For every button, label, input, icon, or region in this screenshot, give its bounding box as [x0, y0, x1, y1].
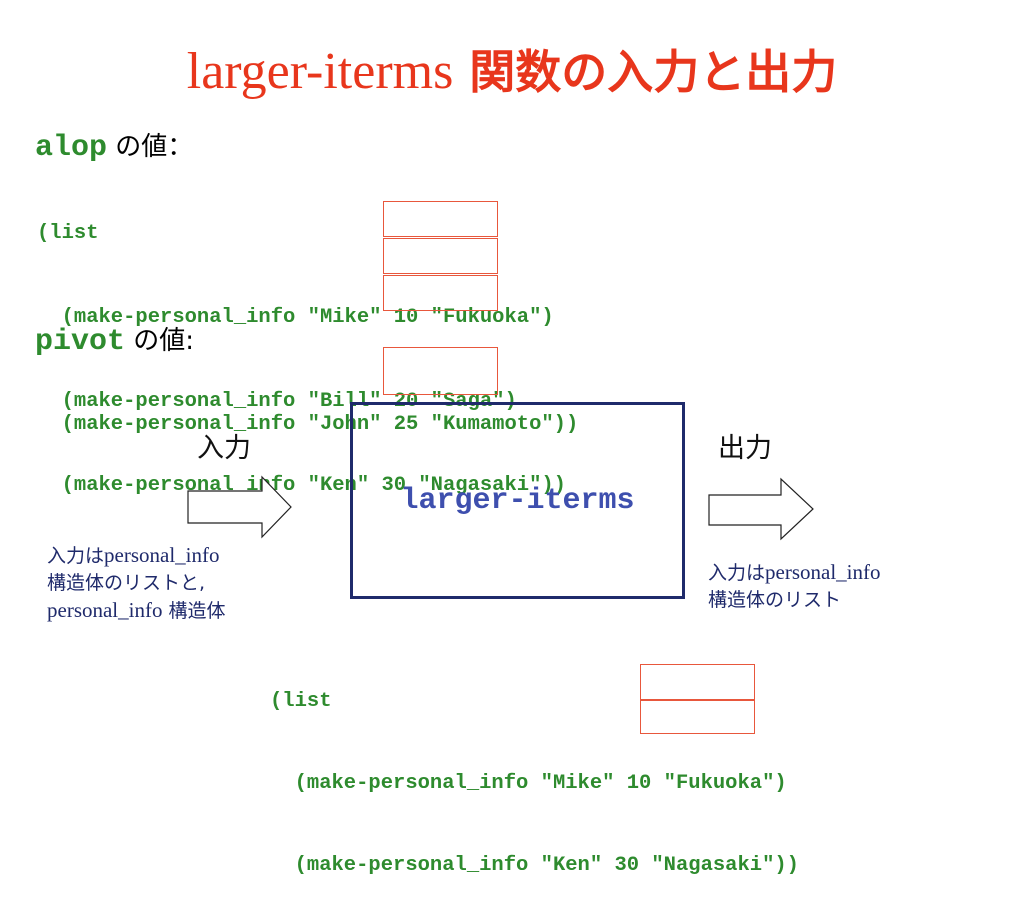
code-line: (make-personal_info "Bill" 20 "Saga")	[37, 390, 517, 413]
output-arrow-icon	[708, 477, 814, 541]
input-note-line3-en: personal_info	[47, 598, 163, 622]
highlight-box	[383, 347, 498, 395]
code-line: (make-personal_info "Mike" 10 "Fukuoka")	[270, 772, 787, 795]
input-note-jp: 入力は	[47, 545, 105, 567]
alop-keyword: alop	[35, 131, 108, 165]
input-note-en: personal_info	[104, 543, 220, 567]
output-label: 出力	[718, 433, 772, 464]
output-note: 入力はpersonal_info 構造体のリスト	[708, 559, 881, 614]
highlight-box	[640, 700, 755, 734]
highlight-box	[383, 201, 498, 237]
code-line: (make-personal_info "Mike" 10 "Fukuoka")	[37, 306, 554, 329]
alop-heading: alop の値：	[35, 126, 193, 165]
input-label: 入力	[197, 433, 251, 464]
highlight-box	[640, 664, 755, 700]
title-function-name: larger-iterms	[186, 43, 454, 100]
code-line: (list	[270, 690, 332, 713]
input-note: 入力はpersonal_info 構造体のリストと, personal_info…	[47, 542, 226, 625]
pivot-heading: pivot の値:	[35, 320, 194, 359]
output-note-en: personal_info	[765, 560, 881, 584]
alop-suffix: の値：	[115, 132, 194, 162]
pivot-suffix: の値:	[133, 326, 195, 356]
slide-title: larger-iterms 関数の入力と出力	[0, 36, 1024, 102]
output-note-line2: 構造体のリスト	[708, 589, 842, 611]
function-box: larger-iterms	[350, 402, 685, 599]
code-line: (list	[37, 222, 99, 245]
output-note-jp: 入力は	[708, 562, 766, 584]
highlight-box	[383, 238, 498, 274]
highlight-box	[383, 275, 498, 311]
pivot-keyword: pivot	[35, 325, 126, 359]
input-arrow-icon	[187, 475, 292, 539]
input-note-line2: 構造体のリストと,	[47, 572, 206, 594]
code-line: (make-personal_info "John" 25 "Kumamoto"…	[37, 413, 579, 436]
code-line: (make-personal_info "Ken" 30 "Nagasaki")…	[270, 854, 799, 877]
title-subtitle: 関数の入力と出力	[469, 45, 838, 99]
function-box-label: larger-iterms	[400, 483, 635, 518]
pivot-code: (make-personal_info "John" 25 "Kumamoto"…	[37, 365, 579, 461]
input-note-line3-jp: 構造体	[162, 600, 226, 622]
